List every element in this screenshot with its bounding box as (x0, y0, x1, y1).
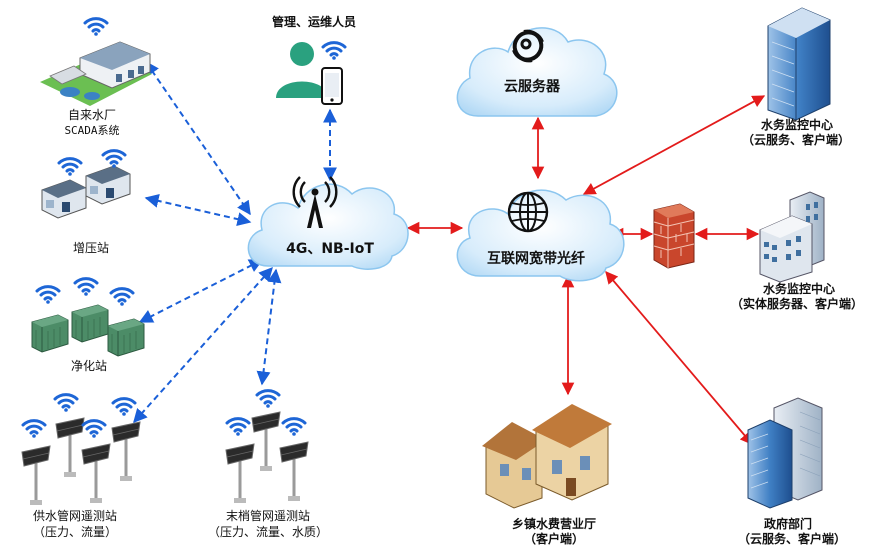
cloud-4g-label: 4G、NB-IoT (286, 241, 374, 257)
cloud-service-logo-icon (512, 29, 544, 63)
water-plant-icon (40, 17, 152, 106)
water-plant-label-2: SCADA系统 (64, 124, 120, 137)
link-center-cloud (582, 95, 766, 195)
booster-station-icon (41, 149, 131, 219)
link-water-plant (145, 60, 251, 216)
link-booster (144, 194, 252, 226)
township-label-2: （客户端） (523, 532, 584, 546)
purifier-label: 净化站 (70, 359, 107, 373)
end-monitor-stations-icon (225, 389, 309, 504)
antenna-tower-icon (292, 176, 338, 228)
booster-label: 增压站 (72, 241, 109, 255)
personnel-icon (276, 41, 347, 105)
wired-links (406, 95, 766, 445)
supply-monitor-stations-icon (21, 393, 141, 506)
government-building-icon (747, 397, 823, 509)
water-plant-label-1: 自来水厂 (67, 108, 116, 122)
township-label-1: 乡镇水费营业厅 (511, 517, 596, 531)
government-label-2: （云服务、客户端） (737, 532, 846, 546)
personnel-label: 管理、运维人员 (271, 15, 356, 29)
firewall-icon (653, 203, 695, 269)
link-end-monitor (256, 268, 282, 386)
center-cloud-label-2: （云服务、客户端） (741, 133, 850, 147)
link-purifier (138, 259, 264, 323)
monitoring-center-cloud-icon (767, 7, 831, 121)
purifier-station-icon (31, 277, 145, 357)
link-government (605, 271, 753, 445)
end-monitor-label-2: （压力、流量、水质） (207, 525, 328, 539)
supply-monitor-label-2: （压力、流量） (32, 525, 117, 539)
township-hall-icon (482, 404, 612, 509)
wireless-links (133, 60, 337, 424)
cloud-internet (456, 189, 625, 282)
globe-icon (507, 191, 549, 233)
center-cloud-label-1: 水务监控中心 (760, 118, 833, 132)
cloud-internet-label: 互联网宽带光纤 (487, 251, 585, 267)
cloud-server (456, 27, 618, 117)
center-physical-label-2: （实体服务器、客户端） (730, 297, 863, 311)
monitoring-center-physical-icon (759, 191, 825, 283)
government-label-1: 政府部门 (763, 517, 812, 531)
center-physical-label-1: 水务监控中心 (762, 282, 835, 296)
supply-monitor-label-1: 供水管网遥测站 (32, 509, 117, 523)
end-monitor-label-1: 末梢管网遥测站 (225, 509, 310, 523)
cloud-server-label: 云服务器 (504, 79, 560, 95)
cloud-4g-nbiot (247, 176, 409, 270)
link-supply-monitor (133, 266, 273, 424)
